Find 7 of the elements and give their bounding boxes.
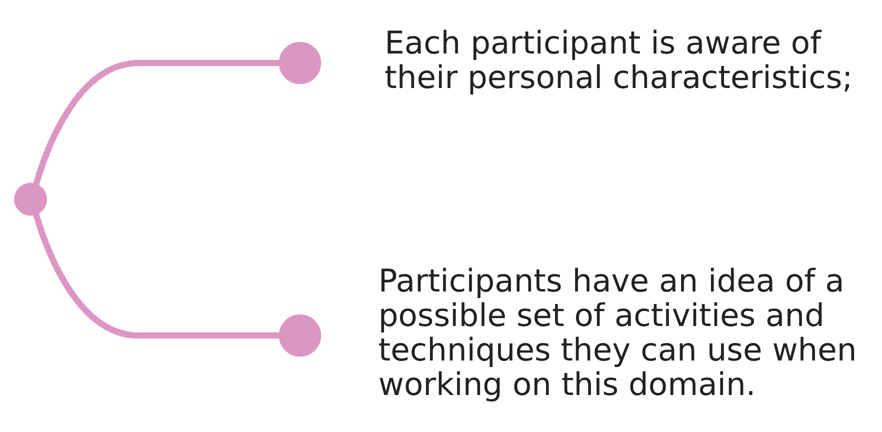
node-label: Participants have an idea of a possible set of activities and techniques they can use when working on this domain. [378,263,857,403]
node-circle [278,41,322,84]
node-label: Each participant is aware of their personal characteristics; [384,25,853,96]
connector [33,59,280,185]
node-circle [278,314,322,356]
connector [33,212,280,338]
node-circle [14,182,48,216]
